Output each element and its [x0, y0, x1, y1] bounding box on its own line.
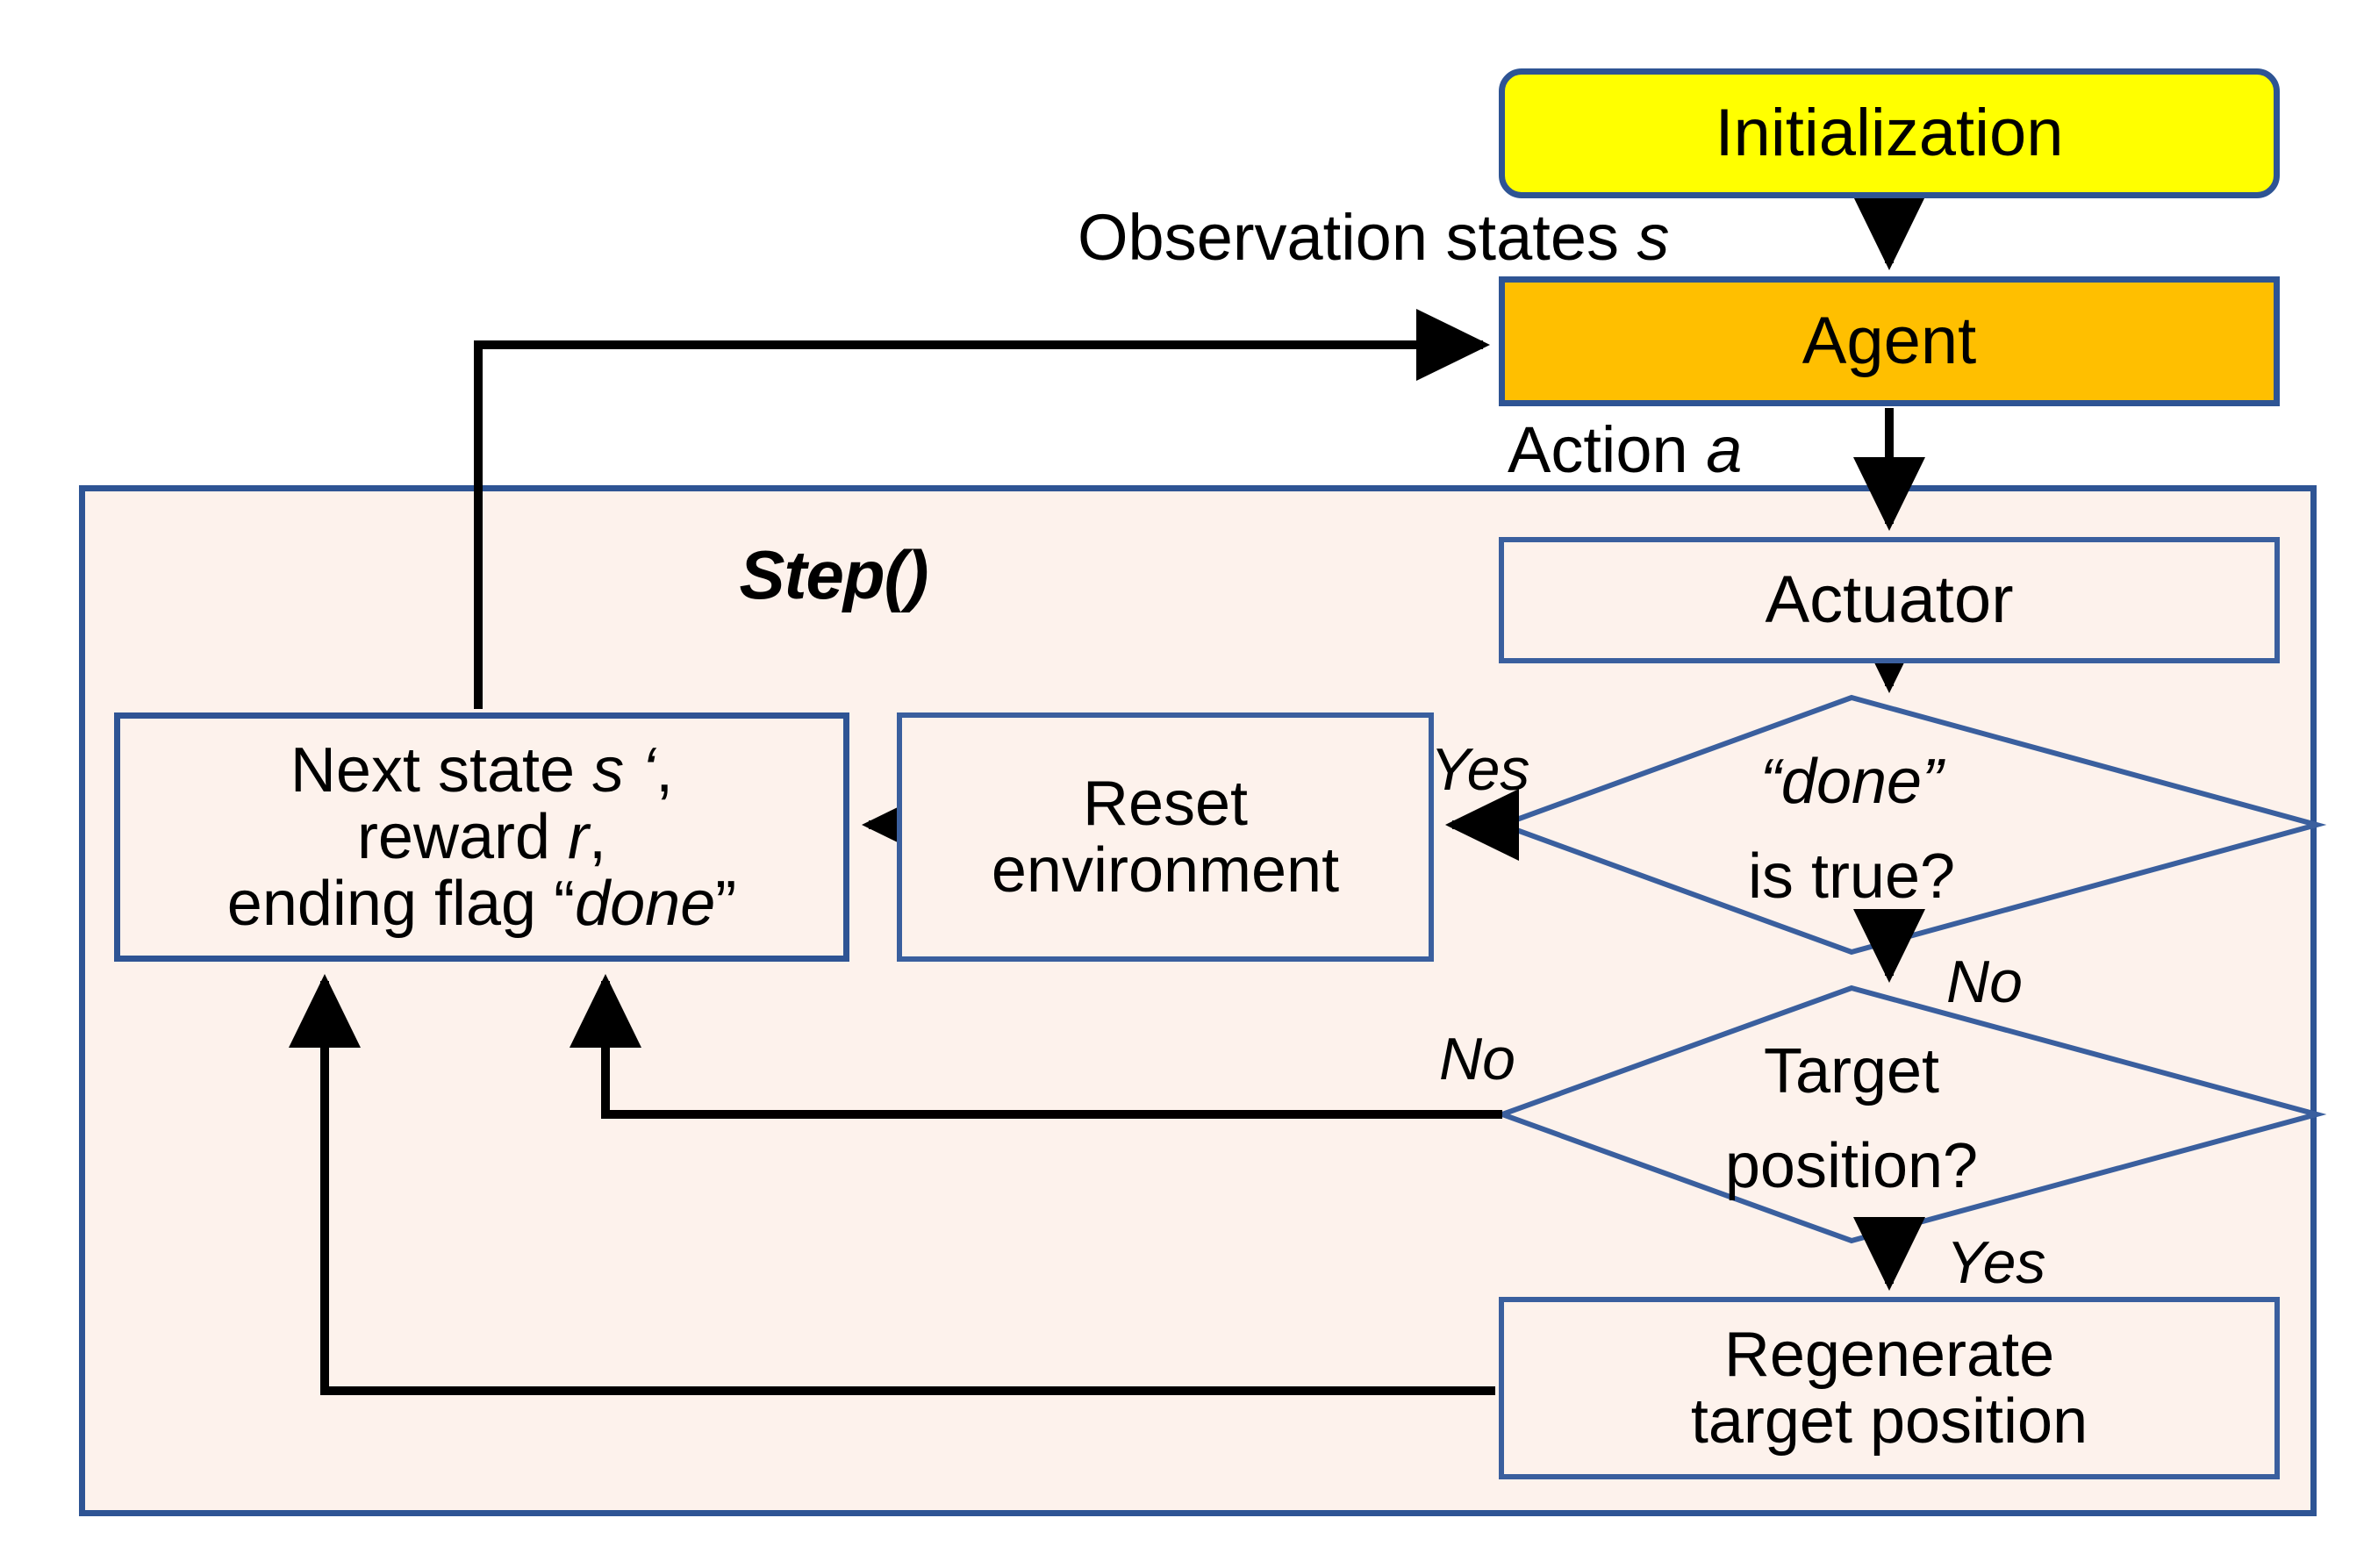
- edge-label-target-yes: Yes: [1946, 1229, 2046, 1296]
- done-decision-text[interactable]: “done” is true?: [1571, 728, 2132, 930]
- next-state-box[interactable]: Next state s ‘, reward r, ending flag “d…: [114, 712, 849, 962]
- actuator-box[interactable]: Actuator: [1499, 537, 2280, 663]
- edge-label-observation-states: Observation states s: [1078, 201, 1670, 274]
- actuator-label: Actuator: [1765, 562, 2014, 637]
- next-state-line-1: Next state s ‘,: [290, 734, 674, 805]
- edge-label-done-no: No: [1946, 949, 2023, 1015]
- regenerate-line-1: Regenerate: [1723, 1319, 2055, 1390]
- done-decision-line-2: is true?: [1747, 841, 1956, 912]
- done-decision-line-1: “done”: [1759, 747, 1944, 817]
- agent-label: Agent: [1802, 303, 1977, 378]
- regenerate-line-2: target position: [1690, 1386, 2088, 1457]
- edge-label-target-no: No: [1439, 1026, 1515, 1092]
- agent-box[interactable]: Agent: [1499, 276, 2280, 406]
- step-container-label: Step(): [739, 535, 929, 613]
- initialization-label: Initialization: [1715, 95, 2064, 170]
- reset-environment-box[interactable]: Reset environment: [897, 712, 1434, 962]
- regenerate-target-box[interactable]: Regenerate target position: [1499, 1297, 2280, 1479]
- edge-label-action: Action a: [1508, 413, 1743, 486]
- target-decision-text[interactable]: Target position?: [1571, 1018, 2132, 1220]
- next-state-line-3: ending flag “done”: [226, 869, 737, 940]
- edge-label-done-yes: Yes: [1430, 736, 1530, 803]
- next-state-line-2: reward r,: [356, 801, 607, 872]
- initialization-box[interactable]: Initialization: [1499, 68, 2280, 198]
- reset-line-1: Reset: [1082, 768, 1249, 839]
- reset-line-2: environment: [991, 835, 1340, 906]
- target-decision-line-1: Target: [1763, 1036, 1940, 1106]
- target-decision-line-2: position?: [1724, 1131, 1979, 1201]
